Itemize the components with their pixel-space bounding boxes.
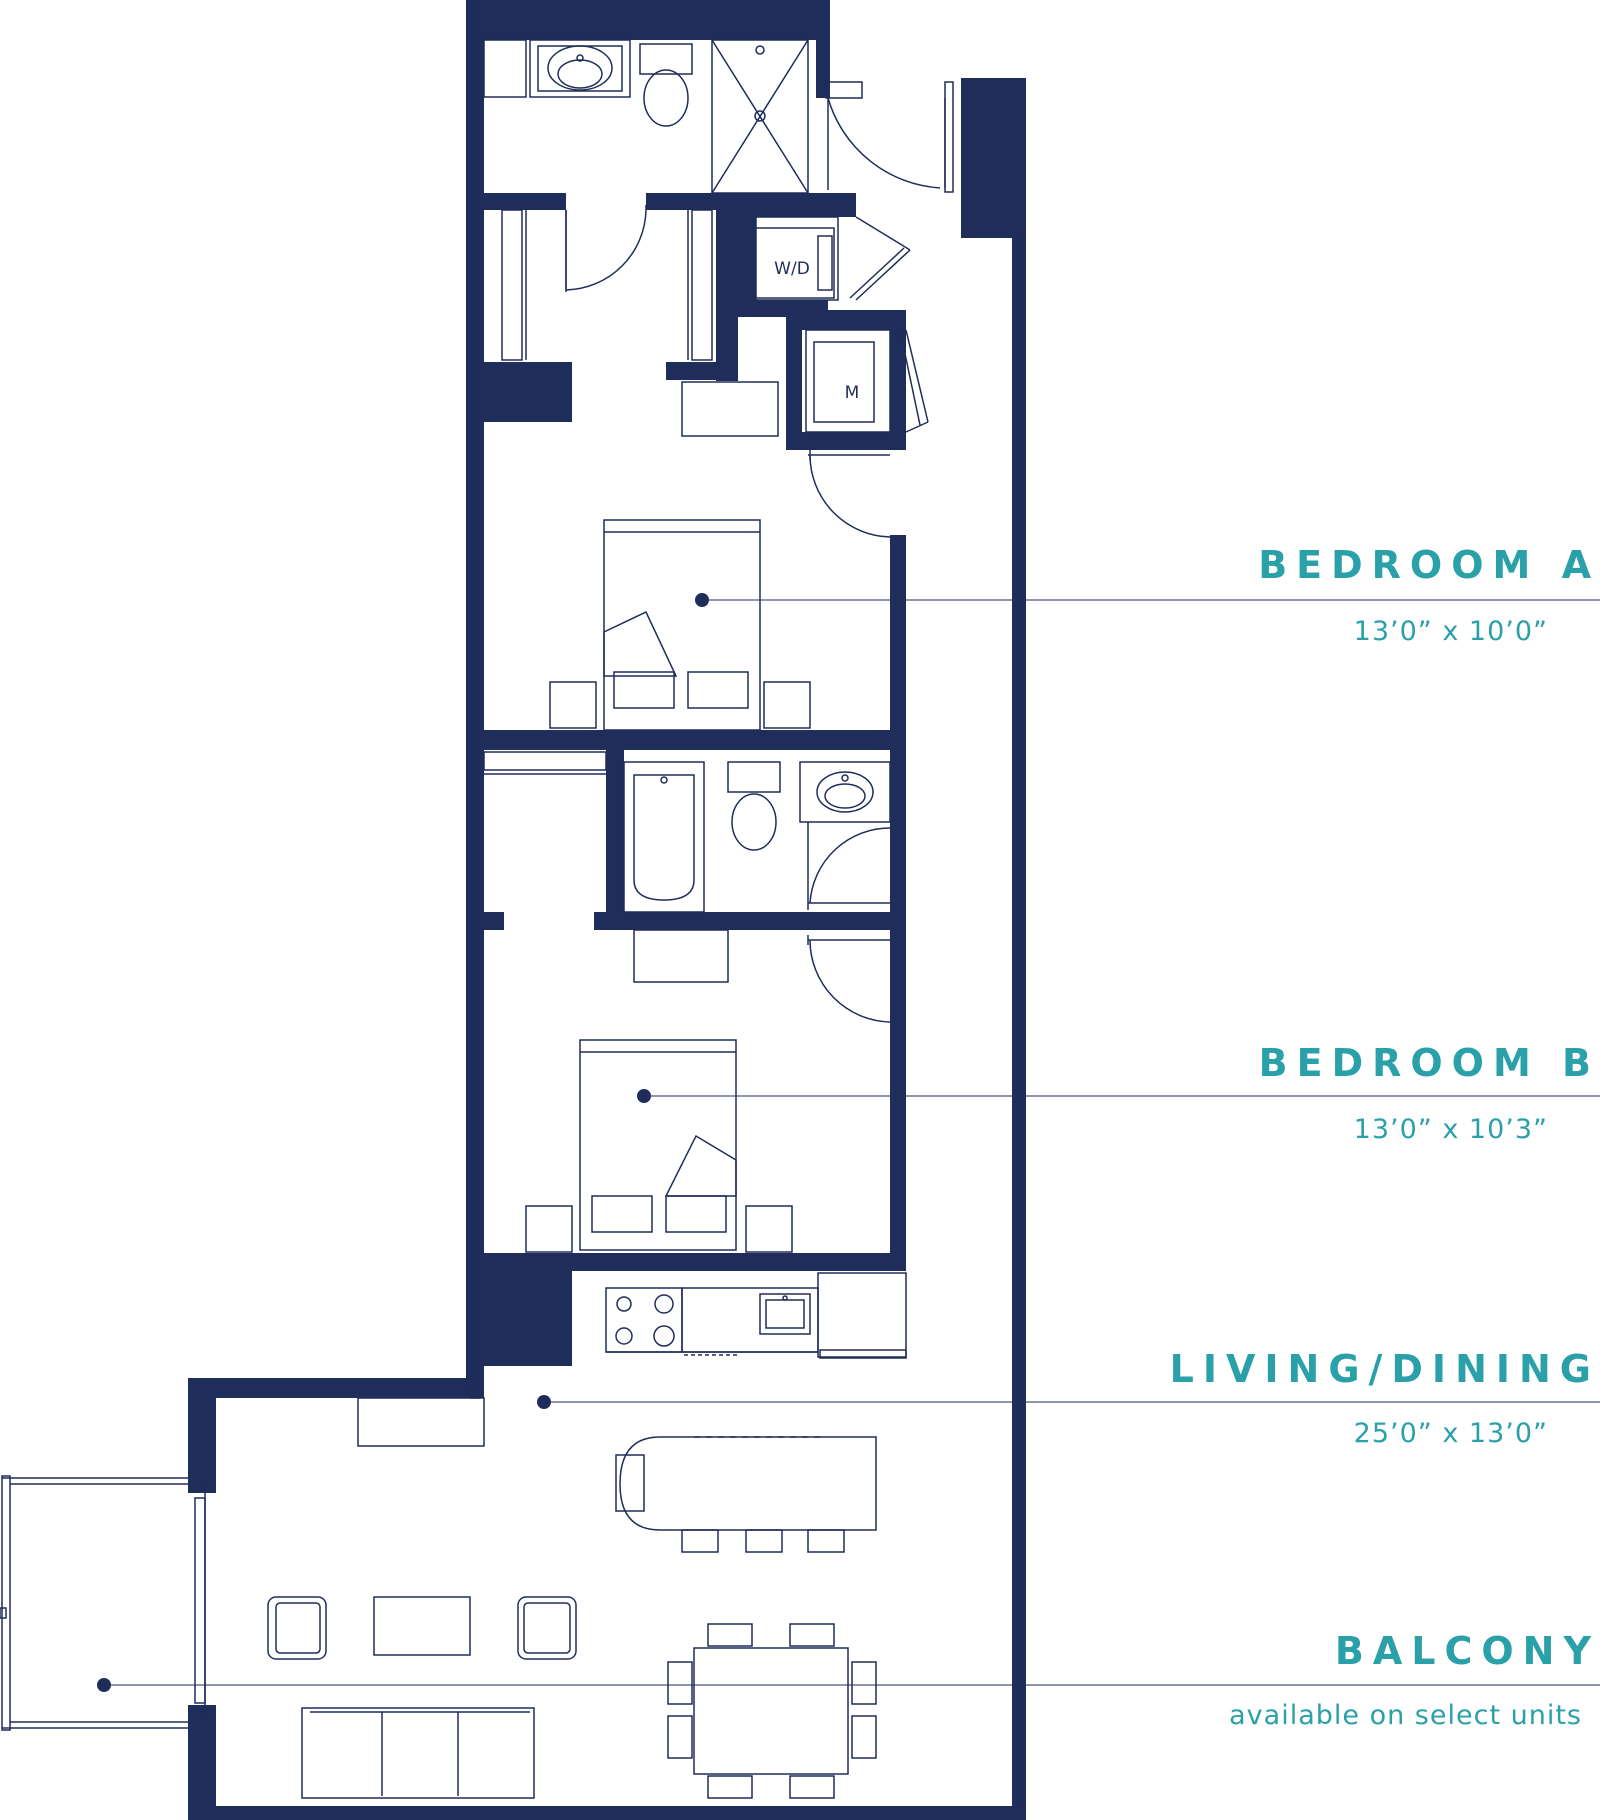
mechanical-label: M — [845, 383, 860, 403]
room-name-living-dining: LIVING/DINING — [1170, 1347, 1600, 1391]
room-dim-living-dining: 25’0” x 13’0” — [1354, 1418, 1548, 1449]
room-dim-bedroom-b: 13’0” x 10’3” — [1354, 1114, 1548, 1145]
room-name-balcony: BALCONY — [1335, 1629, 1600, 1673]
room-note-balcony: available on select units — [1229, 1700, 1582, 1731]
room-name-bedroom-b: BEDROOM B — [1259, 1041, 1600, 1085]
bathroom-a — [483, 39, 809, 194]
balcony-railing — [0, 1475, 188, 1731]
kitchen — [605, 1272, 907, 1359]
laundry — [753, 216, 929, 433]
interior-walls — [484, 193, 906, 1271]
bedroom-a-furniture — [549, 381, 891, 731]
room-pointers — [97, 593, 1600, 1692]
closet-a — [501, 205, 713, 361]
washer-dryer-label: W/D — [774, 259, 810, 279]
room-name-bedroom-a: BEDROOM A — [1258, 543, 1600, 587]
living-dining-furniture — [267, 1397, 877, 1799]
entry-door — [827, 97, 946, 190]
bedroom-b-furniture — [525, 929, 891, 1253]
bathroom-b — [483, 751, 891, 913]
room-dim-bedroom-a: 13’0” x 10’0” — [1354, 616, 1548, 647]
